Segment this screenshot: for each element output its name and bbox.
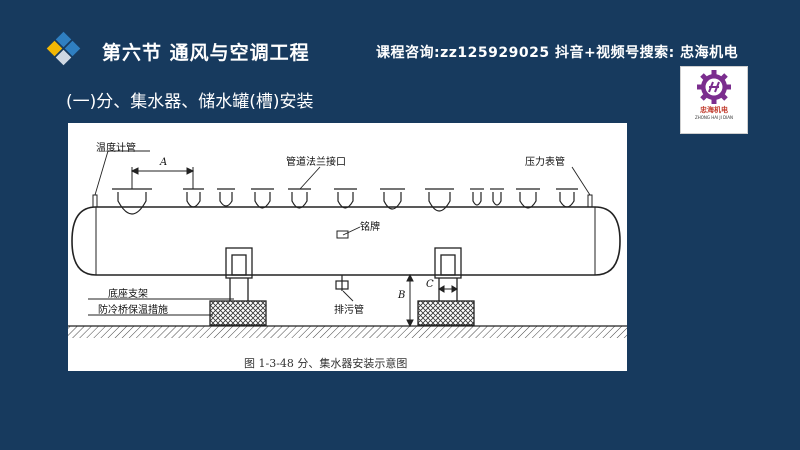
label-pressure-gauge-pipe: 压力表管 — [525, 157, 565, 168]
ground-hatch — [68, 326, 627, 338]
contact-info: 课程咨询:zz125929025 抖音+视频号搜索: 忠海机电 — [376, 45, 739, 61]
installation-diagram: 温度计管 A 管道法兰接口 压力表管 铭牌 底座支架 防冷桥保温措施 排污管 B… — [68, 123, 627, 371]
label-nameplate: 铭牌 — [360, 222, 380, 233]
label-flange-connection: 管道法兰接口 — [286, 157, 346, 168]
insulation-block-right — [417, 300, 475, 326]
label-dimension-a: A — [160, 157, 168, 168]
flange-connections — [112, 188, 578, 215]
dimension-a — [130, 167, 195, 189]
gear-logo-icon — [697, 70, 731, 104]
insulation-block-left — [209, 300, 267, 326]
vessel-body — [71, 206, 621, 276]
nameplate — [336, 230, 349, 239]
label-thermometer-pipe: 温度计管 — [96, 143, 136, 154]
section-logo-icon — [46, 31, 81, 66]
figure-caption: 图 1-3-48 分、集水器安装示意图 — [244, 357, 408, 370]
dimension-c — [438, 285, 458, 293]
label-base-support: 底座支架 — [108, 289, 148, 300]
dimension-b — [406, 273, 414, 328]
support-left — [225, 247, 253, 301]
drain-pipe — [335, 275, 349, 291]
brand-pinyin: ZHONG HAI JI DIAN — [694, 115, 734, 120]
manifold-drawing — [68, 150, 627, 338]
thermometer-pipe — [92, 194, 98, 208]
brand-logo: 忠海机电 ZHONG HAI JI DIAN — [680, 66, 748, 134]
label-drain-pipe: 排污管 — [334, 305, 364, 316]
leader-lines — [88, 150, 591, 316]
subsection-title: (一)分、集水器、储水罐(槽)安装 — [66, 92, 314, 112]
label-insulation: 防冷桥保温措施 — [98, 305, 168, 316]
label-dimension-c: C — [426, 279, 434, 290]
section-title: 第六节 通风与空调工程 — [102, 42, 310, 64]
pressure-gauge-pipe — [587, 194, 593, 208]
brand-name: 忠海机电 — [700, 106, 728, 114]
label-dimension-b: B — [398, 290, 406, 301]
